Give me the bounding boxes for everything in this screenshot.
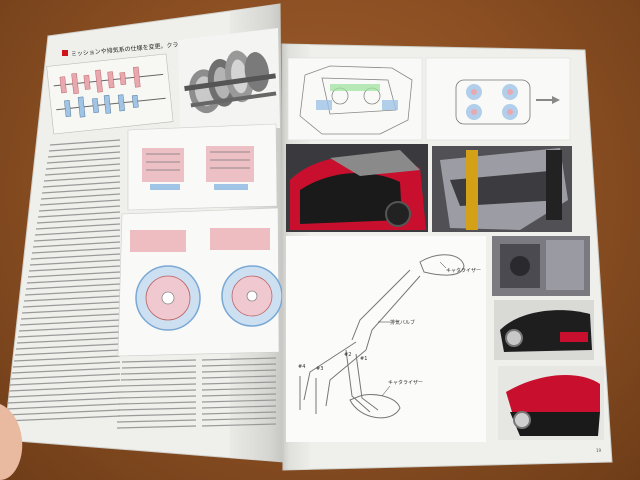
callout-exhaust-valve: 排気バルブ [390,319,415,326]
headline-bullet [62,50,68,56]
right-folio: 19 [596,448,602,453]
callout-cyl-3: #3 [316,366,323,372]
callout-cyl-4: #4 [298,364,305,370]
transmission-diagram [46,53,174,135]
callout-catalyzer-bottom: キャタライザー [388,379,423,386]
engine-photo [492,236,590,296]
hand [0,404,23,480]
exhaust-section-diagram [425,57,571,141]
clutch-diagram [127,123,278,211]
muffler-photo [494,300,594,360]
callout-cyl-1: #1 [360,356,367,362]
exhaust-system-diagram: キャタライザー 排気バルブ キャタライザー #1 #2 #3 #4 [286,236,486,442]
callout-cyl-2: #2 [344,352,351,358]
tail-photo [498,366,604,440]
left-page: ミッションや排気系の仕様を変更。クラッチと排気系は基本を踏襲する [3,3,285,463]
left-lower-text [116,357,277,429]
gearbox-photo [178,28,280,132]
engine-top-diagram [287,57,423,141]
bike-front-photo [286,144,428,232]
crank-diagram [117,207,283,357]
right-page: キャタライザー 排気バルブ キャタライザー #1 #2 #3 #4 [281,43,613,471]
bike-frame-photo [432,146,572,232]
callout-catalyzer-top: キャタライザー [446,267,481,274]
left-text-column [4,139,121,422]
